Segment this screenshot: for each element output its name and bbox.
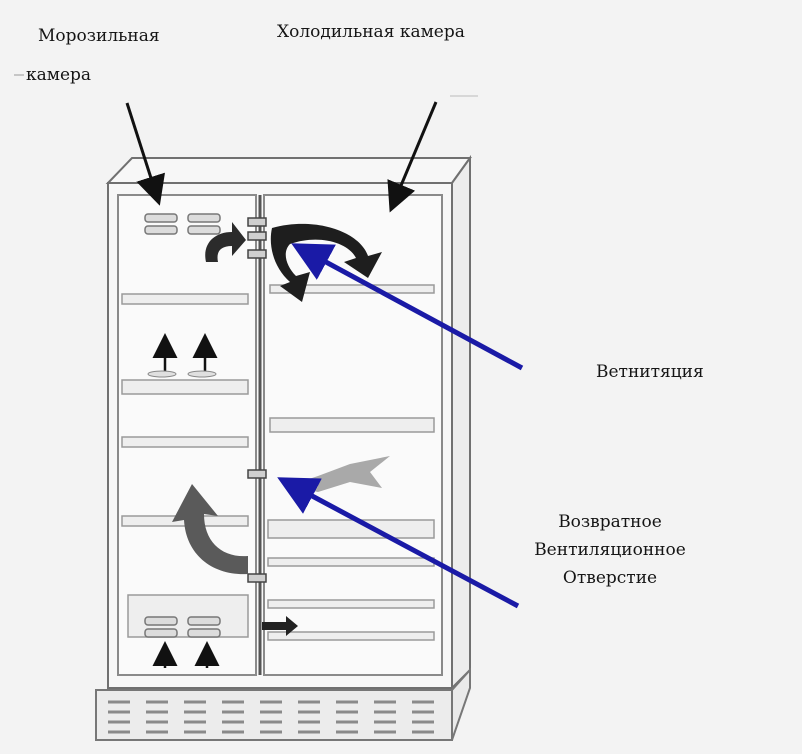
fridge-downflow-airflow-icon: [270, 223, 382, 302]
freezer-return-curve-airflow-icon: [172, 484, 248, 575]
return-vent-label-line1: Возвратное: [558, 512, 662, 532]
return-vent-pointer-arrow: [277, 477, 520, 609]
return-vent-label-line2: Вентиляционное: [534, 540, 686, 560]
return-vent-label: Возвратное Вентиляционное Отверстие: [515, 508, 705, 592]
ventilation-pointer-arrow: [291, 243, 524, 371]
return-ventilation-opening: [247, 469, 267, 583]
freezer-upflow-arrows: [152, 333, 220, 668]
top-ventilation-opening: [247, 217, 267, 259]
fridge-shelves: [267, 284, 435, 641]
freezer-to-fridge-airflow-icon: [205, 222, 246, 262]
base-grille: [95, 667, 471, 741]
freezer-label-line1: Морозильная: [38, 26, 160, 46]
bottom-outflow-arrow-icon: [262, 616, 298, 636]
freezer-top-vents: [144, 213, 221, 235]
freezer-bottom-vents: [144, 616, 221, 638]
fridge-label: Холодильная камера: [277, 22, 465, 42]
freezer-pointer-arrow: [125, 102, 165, 206]
ventilation-label: Ветнитяция: [596, 362, 704, 382]
freezer-label-line2: камера: [26, 65, 92, 85]
freezer-upflow-bases: [147, 370, 217, 378]
return-vent-label-line3: Отверстие: [562, 568, 658, 588]
fridge-pointer-arrow: [387, 101, 438, 213]
